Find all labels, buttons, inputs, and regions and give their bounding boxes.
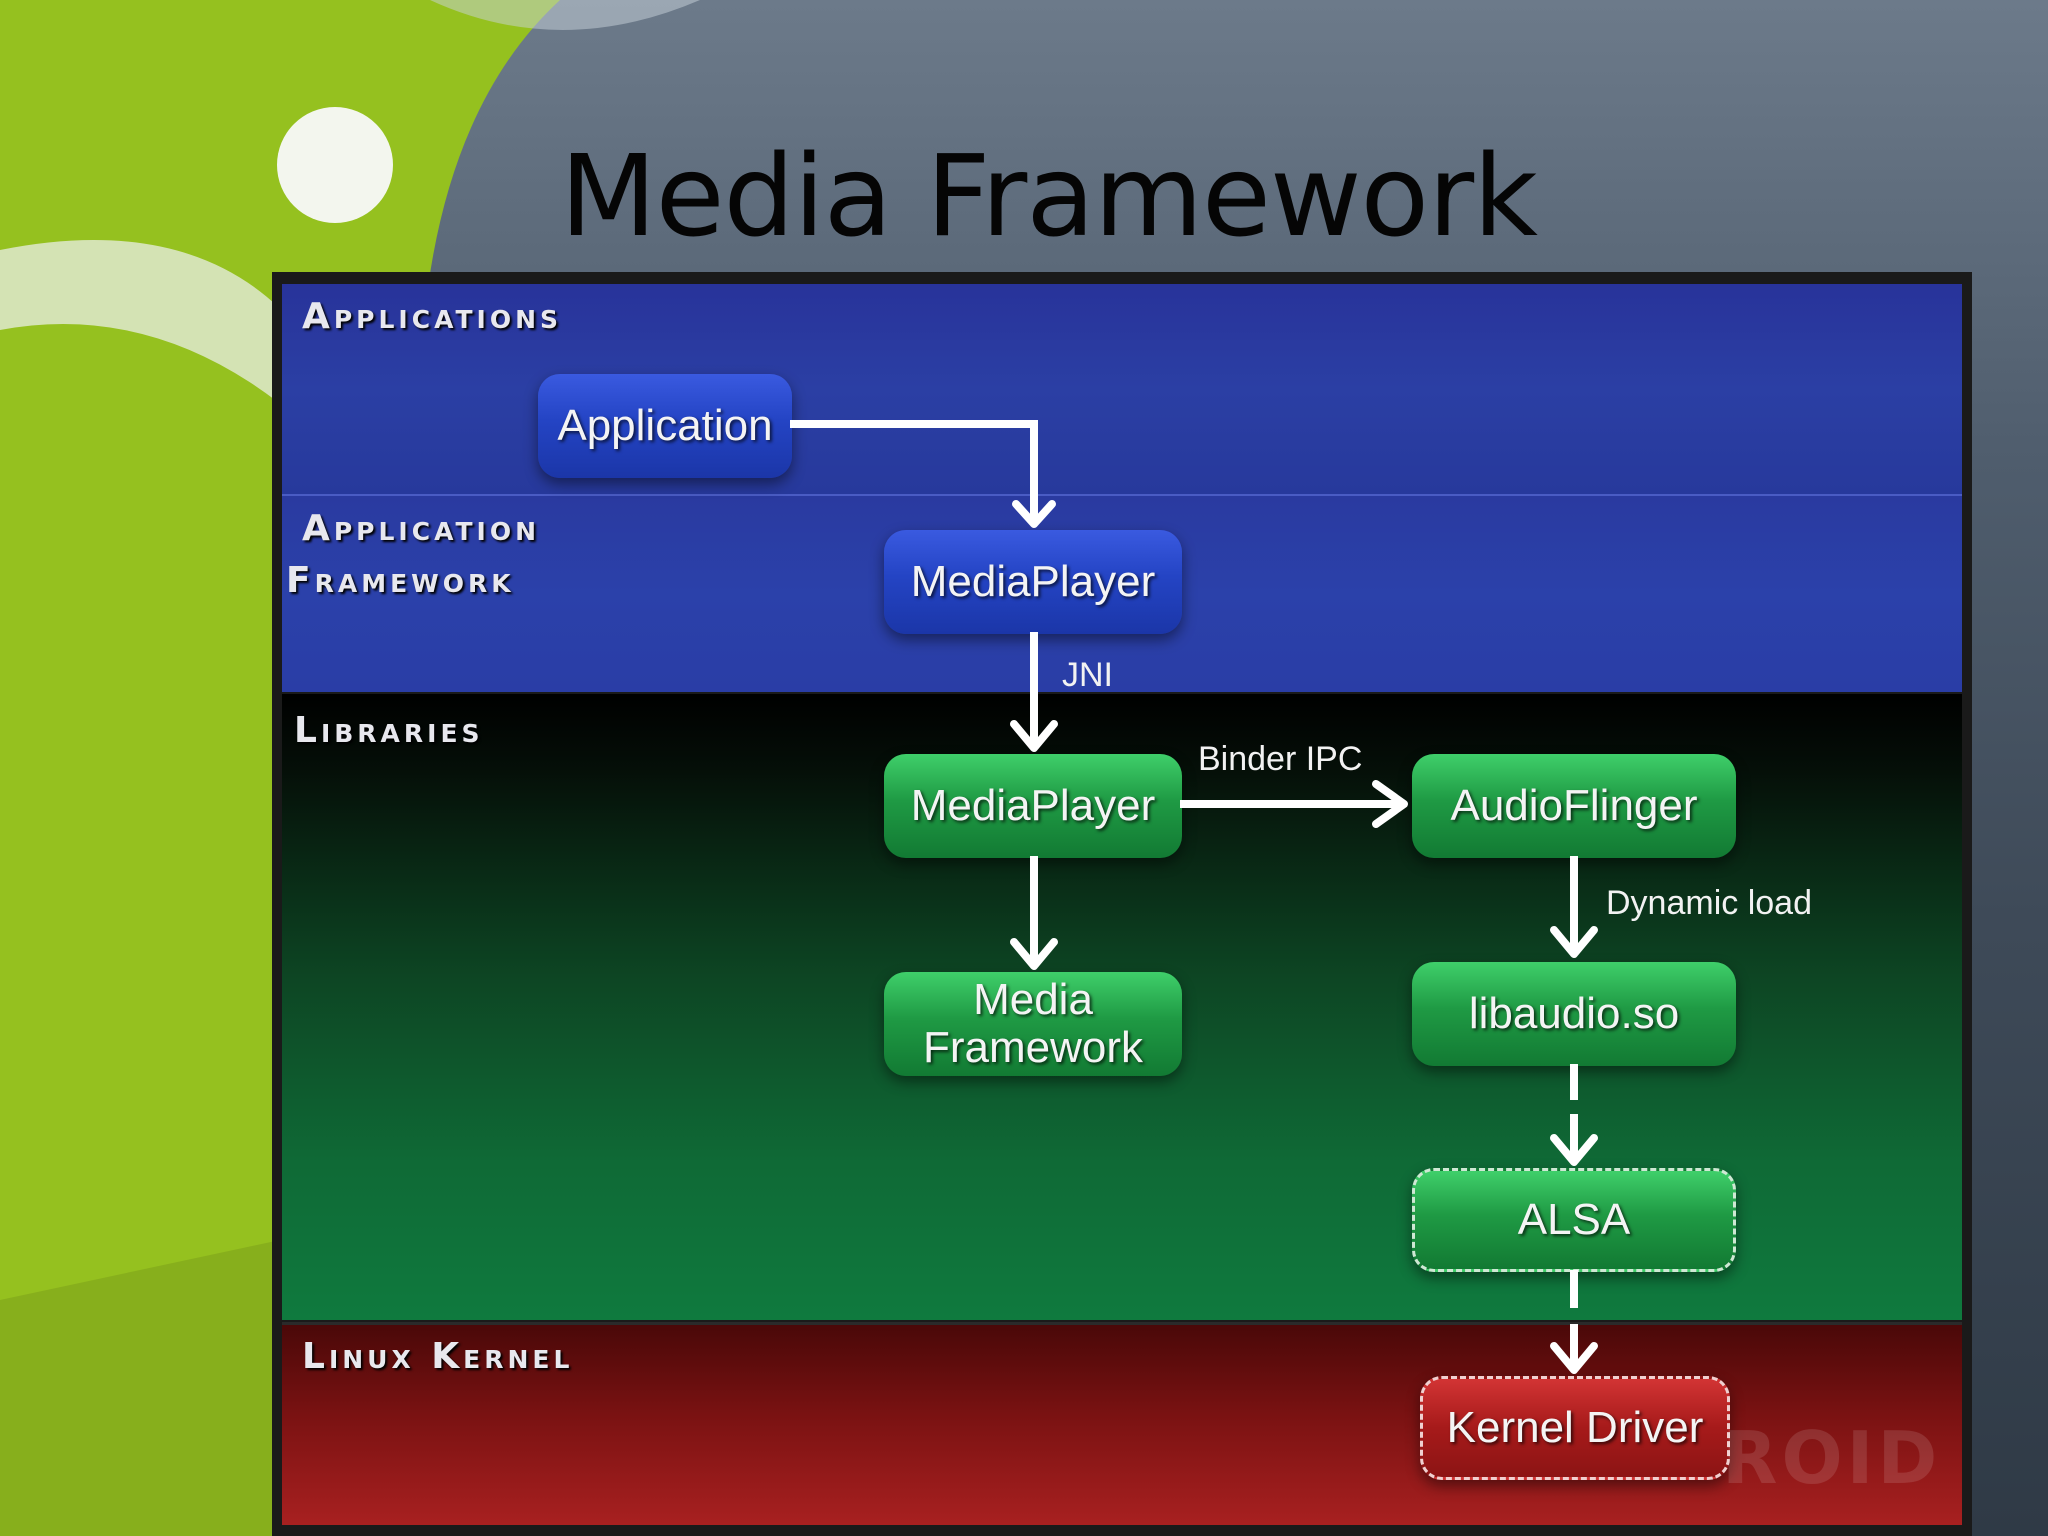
media-framework-label-line2: Framework	[922, 1023, 1144, 1072]
libraries-layer-label: Libraries	[294, 710, 484, 751]
mediaplayer-java-box: MediaPlayer	[884, 530, 1182, 634]
linux-kernel-layer-label: Linux Kernel	[302, 1336, 574, 1377]
jni-label: JNI	[1062, 656, 1113, 694]
libaudio-label: libaudio.so	[1468, 989, 1680, 1038]
mediaplayer-native-box: MediaPlayer	[884, 754, 1182, 858]
binder-ipc-label: Binder IPC	[1198, 740, 1363, 778]
mediaplayer-java-label: MediaPlayer	[910, 557, 1156, 606]
audioflinger-box: AudioFlinger	[1412, 754, 1736, 858]
mediaplayer-native-label: MediaPlayer	[910, 781, 1156, 830]
alsa-box: ALSA	[1412, 1168, 1736, 1272]
application-framework-label-line2: Framework	[286, 560, 515, 601]
audioflinger-label: AudioFlinger	[1450, 781, 1698, 830]
media-framework-label-line1: Media	[973, 975, 1093, 1024]
applications-layer-label: Applications	[302, 296, 563, 337]
kernel-driver-box: Kernel Driver	[1420, 1376, 1730, 1480]
kernel-driver-label: Kernel Driver	[1446, 1403, 1704, 1452]
android-watermark: ROID	[1722, 1416, 1942, 1500]
media-framework-box: Media Framework	[884, 972, 1182, 1076]
application-box-label: Application	[557, 401, 773, 450]
slide-title: Media Framework	[560, 132, 1538, 262]
application-box: Application	[538, 374, 792, 478]
application-framework-label-line1: Application	[302, 508, 541, 549]
dynamic-load-label: Dynamic load	[1606, 884, 1812, 922]
alsa-label: ALSA	[1517, 1195, 1631, 1244]
libaudio-box: libaudio.so	[1412, 962, 1736, 1066]
